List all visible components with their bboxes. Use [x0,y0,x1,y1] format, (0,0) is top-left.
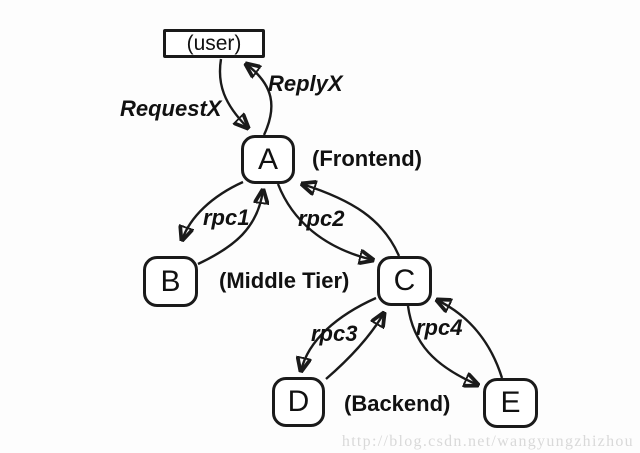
tier-label-frontend: (Frontend) [312,146,422,171]
edge-rpc4-c-to-e [406,305,478,385]
edge-label-requestx: RequestX [120,96,222,121]
node-e-backend: E [483,378,538,428]
tier-label-middle-tier: (Middle Tier) [219,268,350,293]
watermark: http://blog.csdn.net/wangyungzhizhou [341,433,634,450]
edge-label-replyx: ReplyX [268,71,343,96]
edge-label-rpc4: rpc4 [416,315,463,340]
tier-label-backend: (Backend) [344,391,451,416]
edge-rpc4-e-to-c [437,300,504,379]
node-user: (user) [163,29,265,58]
edge-rpc3-d-to-c [325,313,384,380]
edge-rpc2-a-to-c [276,183,373,260]
edge-rpc1-a-to-b [182,180,244,240]
edge-label-rpc2: rpc2 [298,206,345,231]
edge-rpc1-b-to-a [197,190,263,266]
edge-rpc3-c-to-d [301,296,377,371]
node-a-frontend: A [241,135,295,184]
node-d-backend: D [272,377,325,427]
node-c-middle-tier: C [377,256,432,306]
edge-replyx-a-to-user [246,64,273,136]
edge-rpc2-c-to-a [302,184,401,257]
node-b-middle-tier: B [143,256,198,307]
edge-label-rpc1: rpc1 [203,205,250,230]
edge-label-rpc3: rpc3 [311,321,358,346]
edge-requestx-user-to-a [218,58,248,128]
